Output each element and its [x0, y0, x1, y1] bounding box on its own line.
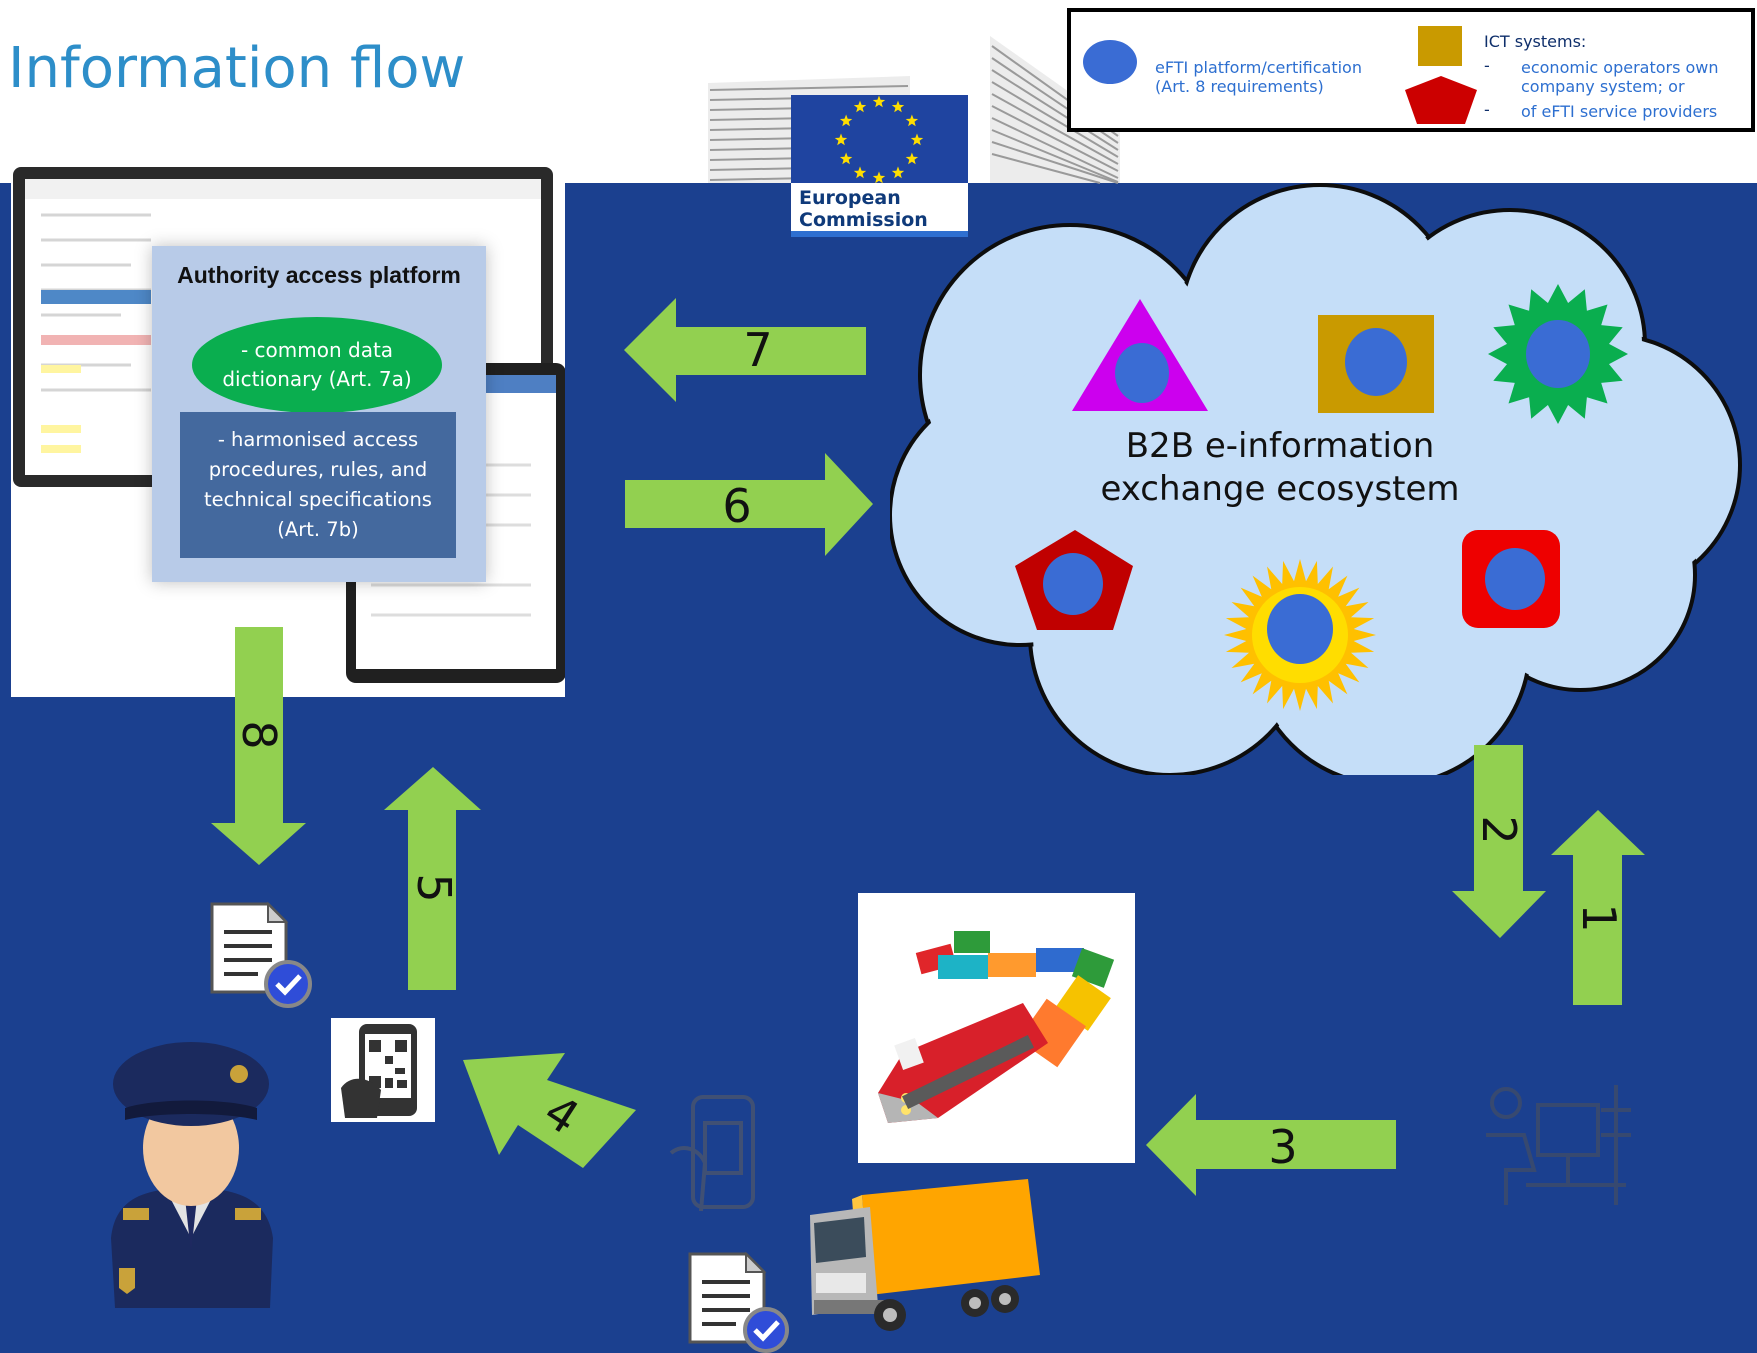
efti-platform-legend-icon	[1083, 40, 1137, 84]
police-officer-avatar	[111, 1042, 273, 1308]
arrow-5-label: 5	[407, 873, 461, 902]
rounded-square-system-icon	[1462, 530, 1560, 628]
arrow-1	[1551, 810, 1645, 1005]
legend-ict-item2: of eFTI service providers	[1521, 102, 1718, 121]
eu-star	[872, 171, 886, 184]
legend-dash-2: -	[1484, 100, 1490, 119]
square-system-icon	[1318, 315, 1434, 413]
eu-star	[872, 95, 886, 108]
legend-ict-item1-line2: company system; or	[1521, 77, 1685, 96]
logo-line-2: Commission	[799, 209, 928, 231]
ecosystem-line-1: B2B e-information	[1125, 426, 1435, 466]
legend-dash-1: -	[1484, 56, 1490, 75]
legend-ict-title: ICT systems:	[1484, 32, 1587, 51]
access-line-3: technical specifications	[204, 488, 432, 511]
legend-ict-item1-line1: economic operators own	[1521, 58, 1719, 77]
harmonised-access-procedures: - harmonised access procedures, rules, a…	[180, 412, 456, 558]
arrow-1-label: 1	[1572, 903, 1626, 932]
arrow-3	[1146, 1094, 1396, 1196]
arrow-2	[1452, 745, 1546, 938]
eu-star	[853, 100, 867, 113]
eu-star	[853, 166, 867, 179]
dictionary-line-2: dictionary (Art. 7a)	[222, 367, 412, 391]
arrow-6-label: 6	[722, 479, 751, 533]
page-title: Information flow	[8, 36, 466, 101]
sun-system-icon	[1224, 559, 1376, 711]
arrow-6	[625, 453, 873, 556]
triangle-system-icon	[1072, 299, 1208, 411]
european-commission-logo-text: European Commission	[791, 183, 968, 237]
train-icon	[878, 931, 1115, 1123]
authority-platform-title: Authority access platform	[177, 262, 461, 288]
document-check-icon-officer	[210, 901, 312, 1008]
eu-star	[834, 133, 848, 146]
truck-icon	[810, 1179, 1040, 1331]
eu-star	[905, 114, 919, 127]
qr-scan-phone-icon	[341, 1024, 417, 1118]
legend-efti-line2: (Art. 8 requirements)	[1155, 77, 1324, 96]
arrow-7	[624, 298, 866, 402]
ecosystem-label: B2B e-information exchange ecosystem	[1060, 425, 1500, 511]
legend: eFTI platform/certification (Art. 8 requ…	[1067, 8, 1755, 132]
access-line-4: (Art. 7b)	[277, 518, 359, 541]
pentagon-system-icon	[1015, 530, 1133, 630]
qr-scan-phone-icon-faint	[669, 1095, 755, 1212]
workstation-user-icon	[1486, 1085, 1631, 1205]
eu-star	[891, 166, 905, 179]
arrow-8	[211, 627, 306, 865]
arrow-4	[463, 1053, 636, 1168]
common-data-dictionary: - common data dictionary (Art. 7a)	[192, 317, 442, 413]
eu-star	[891, 100, 905, 113]
eu-star	[910, 133, 924, 146]
arrow-8-label: 8	[232, 720, 286, 749]
arrow-2-label: 2	[1472, 815, 1526, 844]
eu-star	[905, 152, 919, 165]
ecosystem-line-2: exchange ecosystem	[1100, 469, 1460, 509]
legend-efti-line1: eFTI platform/certification	[1155, 58, 1362, 77]
arrow-5	[384, 767, 481, 990]
eu-star	[839, 114, 853, 127]
access-line-2: procedures, rules, and	[208, 458, 428, 481]
eu-star	[839, 152, 853, 165]
arrow-3-label: 3	[1268, 1120, 1297, 1174]
star-burst-system-icon	[1488, 284, 1628, 424]
ict-pentagon-legend-icon	[1405, 76, 1477, 124]
ict-square-legend-icon	[1418, 26, 1462, 66]
eu-stars-icon	[834, 95, 924, 184]
document-check-icon-truck	[688, 1251, 789, 1353]
access-line-1: - harmonised access	[217, 428, 419, 451]
logo-line-1: European	[799, 187, 901, 209]
dictionary-line-1: - common data	[240, 338, 394, 362]
arrow-7-label: 7	[743, 323, 772, 377]
